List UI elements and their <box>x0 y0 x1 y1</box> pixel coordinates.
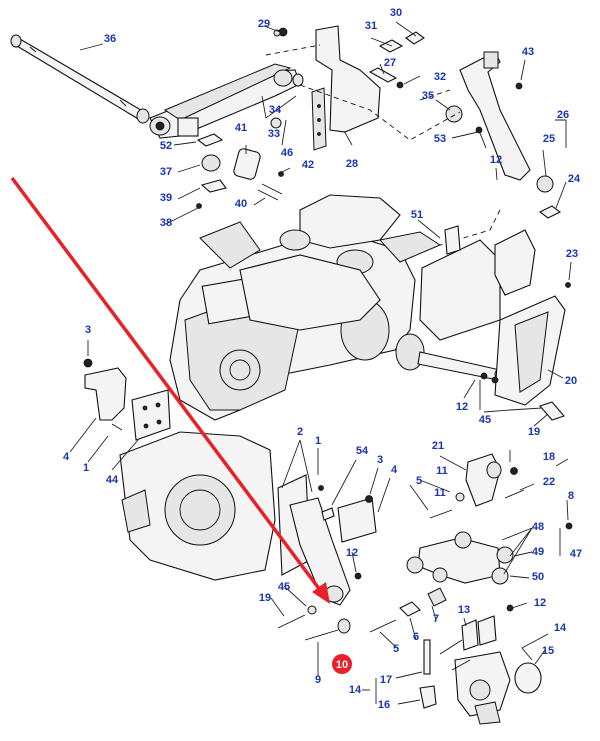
callout-label-4[interactable]: 4 <box>63 451 70 463</box>
callout-label-17[interactable]: 17 <box>380 674 392 686</box>
mounting-bracket <box>311 25 381 151</box>
callout-label-39[interactable]: 39 <box>160 192 172 204</box>
cover-and-bracket-right <box>419 225 571 421</box>
callout-label-26[interactable]: 26 <box>557 109 569 121</box>
highlight-arrow <box>10 176 330 604</box>
callout-label-53[interactable]: 53 <box>434 133 446 145</box>
callout-label-20[interactable]: 20 <box>565 375 577 387</box>
callout-label-40[interactable]: 40 <box>235 198 247 210</box>
callout-label-31[interactable]: 31 <box>365 20 377 32</box>
callout-label-52[interactable]: 52 <box>160 140 172 152</box>
small-parts-left <box>196 133 284 209</box>
lift-arm <box>149 63 301 139</box>
callout-label-48[interactable]: 48 <box>532 521 544 533</box>
callout-label-13[interactable]: 13 <box>458 604 470 616</box>
swing-frame <box>369 453 573 633</box>
callout-label-9[interactable]: 9 <box>315 674 321 686</box>
callout-label-43[interactable]: 43 <box>522 46 534 58</box>
callout-label-12[interactable]: 12 <box>346 547 358 559</box>
callout-label-29[interactable]: 29 <box>258 18 270 30</box>
callout-label-45[interactable]: 45 <box>278 581 290 593</box>
callout-label-5[interactable]: 5 <box>416 475 422 487</box>
callout-label-10[interactable]: 10 <box>336 659 348 671</box>
callout-label-27[interactable]: 27 <box>384 57 396 69</box>
callout-label-34[interactable]: 34 <box>269 104 282 116</box>
callout-label-25[interactable]: 25 <box>543 133 555 145</box>
axle-shaft <box>10 34 150 124</box>
callout-label-12[interactable]: 12 <box>534 597 546 609</box>
callout-label-49[interactable]: 49 <box>532 546 544 558</box>
callout-label-16[interactable]: 16 <box>378 699 390 711</box>
callout-label-51[interactable]: 51 <box>411 209 423 221</box>
callout-label-6[interactable]: 6 <box>413 631 419 643</box>
pins-upper <box>368 31 487 149</box>
callout-label-23[interactable]: 23 <box>566 248 578 260</box>
callout-label-3[interactable]: 3 <box>377 454 383 466</box>
callout-label-11[interactable]: 11 <box>434 487 446 499</box>
callout-label-19[interactable]: 19 <box>259 592 271 604</box>
callout-label-28[interactable]: 28 <box>346 158 358 170</box>
callout-label-14[interactable]: 14 <box>349 684 362 696</box>
transmission-housing <box>169 194 506 421</box>
control-valve-assembly <box>419 615 542 725</box>
callout-label-42[interactable]: 42 <box>302 159 314 171</box>
callout-label-1[interactable]: 1 <box>83 462 89 474</box>
callout-label-12[interactable]: 12 <box>490 154 502 166</box>
callout-label-3[interactable]: 3 <box>85 324 91 336</box>
callout-label-30[interactable]: 30 <box>390 7 402 19</box>
lower-support-bracket <box>277 474 377 641</box>
callout-label-19[interactable]: 19 <box>528 426 540 438</box>
highlight-badge <box>332 654 352 674</box>
callout-label-18[interactable]: 18 <box>543 451 555 463</box>
callout-label-47[interactable]: 47 <box>570 548 582 560</box>
callout-label-32[interactable]: 32 <box>434 71 446 83</box>
callout-label-7[interactable]: 7 <box>433 613 439 625</box>
callout-label-8[interactable]: 8 <box>568 490 574 502</box>
callout-label-37[interactable]: 37 <box>160 166 172 178</box>
callout-label-5[interactable]: 5 <box>393 643 399 655</box>
callout-label-36[interactable]: 36 <box>104 33 116 45</box>
callout-label-41[interactable]: 41 <box>235 122 247 134</box>
callout-label-15[interactable]: 15 <box>542 645 554 657</box>
callout-label-12[interactable]: 12 <box>456 401 468 413</box>
callout-label-50[interactable]: 50 <box>532 571 544 583</box>
callout-label-54[interactable]: 54 <box>356 445 369 457</box>
callout-label-4[interactable]: 4 <box>391 464 398 476</box>
small-fasteners-top <box>270 27 304 129</box>
callout-label-45[interactable]: 45 <box>479 414 491 426</box>
callout-label-24[interactable]: 24 <box>568 173 581 185</box>
callout-label-21[interactable]: 21 <box>432 440 444 452</box>
leader-lines <box>69 21 572 705</box>
callout-label-2[interactable]: 2 <box>297 426 303 438</box>
callout-label-35[interactable]: 35 <box>422 90 434 102</box>
callout-label-1[interactable]: 1 <box>315 435 321 447</box>
callout-label-33[interactable]: 33 <box>268 128 280 140</box>
callout-label-44[interactable]: 44 <box>106 474 119 486</box>
callout-label-14[interactable]: 14 <box>554 622 567 634</box>
left-bracket <box>83 358 171 441</box>
callout-label-11[interactable]: 11 <box>436 465 448 477</box>
upper-link-arm <box>459 51 562 219</box>
rear-axle-housing <box>119 431 276 581</box>
callout-label-38[interactable]: 38 <box>160 217 172 229</box>
callout-label-22[interactable]: 22 <box>543 476 555 488</box>
callout-label-46[interactable]: 46 <box>281 147 293 159</box>
